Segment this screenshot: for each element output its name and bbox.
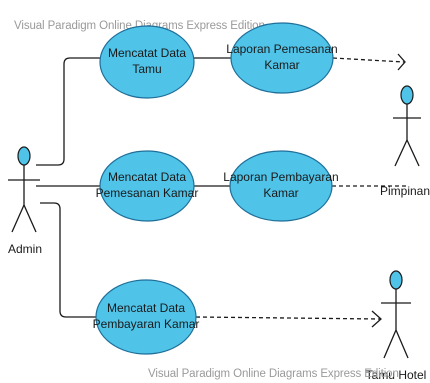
uc-label-line1: Mencatat Data [108, 46, 186, 60]
dependency-arrowheads [371, 53, 406, 328]
uc-label-line2: Pemesanan Kamar [96, 186, 199, 200]
uc-label-line2: Kamar [264, 58, 299, 72]
actor-tamu-hotel[interactable] [381, 270, 411, 359]
actor-body-icon [393, 104, 421, 167]
association-lines [36, 57, 232, 318]
actor-head-icon [389, 270, 403, 290]
use-case-mencatat-data-pembayaran-kamar[interactable] [95, 279, 197, 355]
actor-label-admin: Admin [8, 242, 42, 256]
uc-label-line2: Tamu [132, 62, 161, 76]
actor-label-tamu-hotel: Tamu Hotel [366, 368, 427, 382]
watermark-bottom: Visual Paradigm Online Diagrams Express … [148, 368, 399, 380]
uc-label-line1: Mencatat Data [108, 170, 186, 184]
actor-body-icon [381, 289, 411, 359]
uc-label-line1: Laporan Pemesanan [226, 42, 337, 56]
assoc-admin-tamu [36, 57, 100, 166]
use-case-mencatat-data-pemesanan-kamar[interactable] [99, 150, 195, 222]
uc-label-line1: Mencatat Data [107, 301, 185, 315]
actor-pimpinan[interactable] [393, 85, 421, 167]
actor-label-pimpinan: Pimpinan [380, 184, 430, 198]
use-case-laporan-pembayaran-kamar[interactable] [229, 150, 333, 222]
actor-head-icon [17, 146, 31, 166]
actor-head-icon [400, 85, 414, 105]
assoc-admin-pembayaran [40, 202, 97, 318]
dependency-lines [195, 57, 406, 320]
actor-body-icon [8, 165, 40, 233]
actor-admin[interactable] [8, 146, 40, 233]
dep-pembayaran-tamu-hotel [195, 316, 381, 320]
arrowhead-pimpinan [397, 53, 406, 71]
dep-laporan-pemesanan-pimpinan [332, 57, 405, 63]
arrowhead-tamu-hotel [371, 310, 382, 328]
use-case-laporan-pemesanan-kamar[interactable] [230, 22, 334, 94]
use-case-labels: Mencatat Data Tamu Laporan Pemesanan Kam… [93, 42, 339, 331]
uc-label-line1: Laporan Pembayaran [223, 170, 338, 184]
use-case-shapes [95, 22, 334, 355]
uc-label-line2: Pembayaran Kamar [93, 317, 200, 331]
uc-label-line2: Kamar [263, 186, 298, 200]
use-case-mencatat-data-tamu[interactable] [99, 25, 195, 99]
